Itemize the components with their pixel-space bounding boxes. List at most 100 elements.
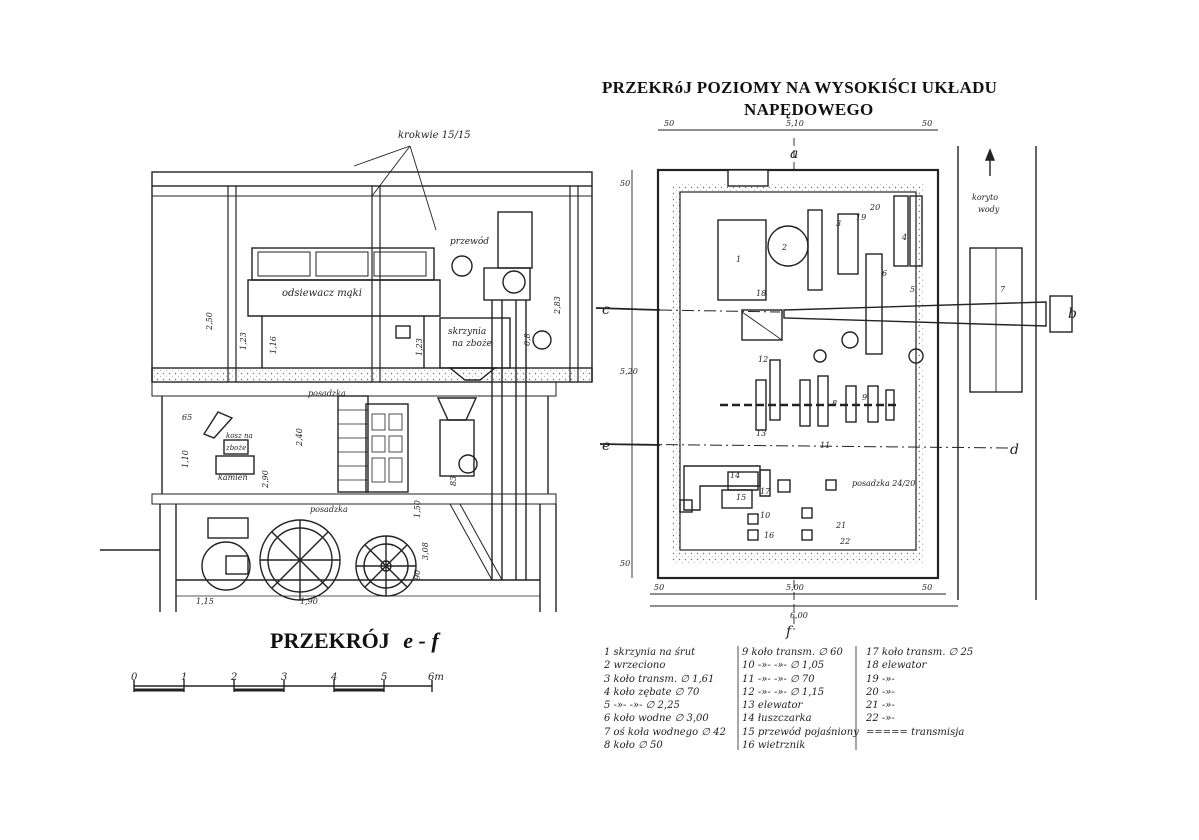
dim-left-3: 50 (620, 559, 630, 568)
plan-component-number: 19 (856, 213, 866, 222)
legend-item: 22 -»- (866, 713, 895, 725)
scale-tick-5: 5 (381, 672, 387, 683)
legend-item: 19 -»- (866, 673, 895, 685)
section-dimension-label: 90 (413, 570, 422, 580)
legend-item: 13 elewator (742, 700, 803, 712)
legend-frame (737, 646, 857, 750)
label-kamien: kamień (218, 473, 248, 482)
label-koryto-2: wody (978, 205, 1000, 214)
plan-drawing (595, 129, 1073, 630)
section-dimension-label: 1,23 (415, 338, 424, 356)
section-dimension-label: 1,90 (300, 597, 318, 606)
scale-tick-2: 2 (230, 672, 237, 683)
section-title: PRZEKRÓJ e - f (270, 628, 439, 654)
plan-component-number: 13 (756, 429, 766, 438)
dim-left-1: 50 (620, 179, 630, 188)
plan-component-number: 7 (1000, 285, 1006, 294)
plan-component-number: 11 (820, 441, 830, 450)
dim-left-2: 5,20 (620, 367, 638, 376)
plan-component-number: 20 (869, 203, 880, 212)
plan-component-number: 2 (781, 243, 787, 252)
label-kosz: kosz na (226, 432, 253, 440)
dim-bottom-1: 50 (654, 583, 664, 592)
section-dimension-label: 1,15 (196, 597, 214, 606)
legend-item: 14 łuszczarka (742, 713, 812, 725)
small-wheel (201, 517, 251, 591)
legend-item: 18 elewator (866, 660, 927, 672)
cut-label-b: b (1068, 306, 1077, 322)
scale-bar (133, 680, 433, 692)
legend-item: 3 koło transm. ∅ 1,61 (604, 673, 715, 685)
plan-component-number: 14 (730, 471, 740, 480)
cut-label-d: d (1010, 442, 1019, 458)
legend-item: 5 -»- -»- ∅ 2,25 (604, 700, 680, 712)
cut-label-f: f (785, 624, 794, 640)
legend-item: 11 -»- -»- ∅ 70 (742, 673, 815, 685)
plan-component-number: 10 (760, 511, 770, 520)
dim-bottom-3: 50 (922, 583, 932, 592)
cut-label-c: c (602, 302, 610, 318)
section-drawing (100, 145, 593, 612)
plan-component-number: 9 (862, 393, 867, 402)
section-dimension-label: 1,10 (181, 450, 190, 468)
scale-tick-6: 6m (428, 672, 444, 683)
outer-wall (656, 168, 940, 580)
section-dimension-label: 2,83 (553, 296, 562, 315)
plan-component-number: 8 (832, 399, 837, 408)
dim-top-3: 50 (922, 119, 932, 128)
section-dimension-label: 2,50 (205, 312, 214, 331)
legend-item: 6 koło wodne ∅ 3,00 (604, 713, 709, 725)
legend-item: 16 wietrznik (742, 740, 806, 752)
scale-tick-3: 3 (281, 672, 287, 683)
sifter-body (247, 279, 441, 317)
scale-bar-labels: 0 1 2 3 4 5 6m (131, 672, 444, 683)
component-1 (717, 219, 767, 301)
plan-component-number: 1 (736, 255, 741, 264)
water-wheel-shaft-wheel (355, 535, 417, 597)
scale-tick-1: 1 (181, 672, 187, 683)
label-posadzka-2: posadzka (310, 505, 348, 514)
plan-title-line2: NAPĘDOWEGO (744, 100, 874, 119)
section-dimension-label: 2,90 (261, 470, 270, 489)
legend-item: 1 skrzynia na śrut (604, 647, 696, 658)
legend-item: 17 koło transm. ∅ 25 (866, 647, 974, 658)
plan-component-number: 15 (736, 493, 746, 502)
sifter-top (251, 247, 435, 281)
legend-item: 12 -»- -»- ∅ 1,15 (742, 686, 825, 698)
chute (202, 411, 234, 439)
label-koryto-1: koryto (972, 193, 998, 202)
plan-component-number: 12 (758, 355, 768, 364)
section-dimension-label: 1,23 (239, 332, 248, 350)
component-6 (865, 253, 883, 355)
label-posadzka-plan: posadzka 24/20 (852, 479, 915, 488)
roof-beam (151, 171, 593, 187)
millstone (215, 455, 255, 475)
plan-component-number: 16 (764, 531, 774, 540)
label-na-zboze: na zboże (452, 339, 492, 349)
plan-component-number: 6 (882, 269, 887, 278)
section-title-prefix: PRZEKRÓJ (270, 628, 390, 653)
section-dimension-label: 3,08 (421, 542, 430, 560)
section-dimension-label: 0,8 (523, 333, 532, 346)
plan-component-number: 17 (760, 487, 771, 496)
section-labels: krokwie 15/15 przewód odsiewacz mąki skr… (218, 130, 492, 514)
legend-item: 15 przewód pojaśniony (742, 726, 859, 738)
legend-item: 2 wrzeciono (604, 660, 666, 672)
plan-title-line1: PRZEKRóJ POZIOMY NA WYSOKIŚCI UKŁADU (602, 78, 998, 97)
dim-top-1: 50 (664, 119, 674, 128)
cut-label-e: e (602, 438, 610, 454)
plan-component-number: 18 (756, 289, 766, 298)
label-krokwie: krokwie 15/15 (398, 130, 471, 141)
dim-top-2: 5,10 (786, 119, 804, 128)
scale-tick-4: 4 (330, 672, 337, 683)
legend-item: 21 -»- (866, 700, 895, 712)
water-wheel-axle (783, 301, 1047, 327)
label-odsiewacz: odsiewacz mąki (282, 288, 362, 299)
plan-component-number: 3 (836, 219, 841, 228)
section-dimension-label: 1,16 (269, 336, 278, 354)
section-dimension-label: 83 (449, 476, 458, 486)
